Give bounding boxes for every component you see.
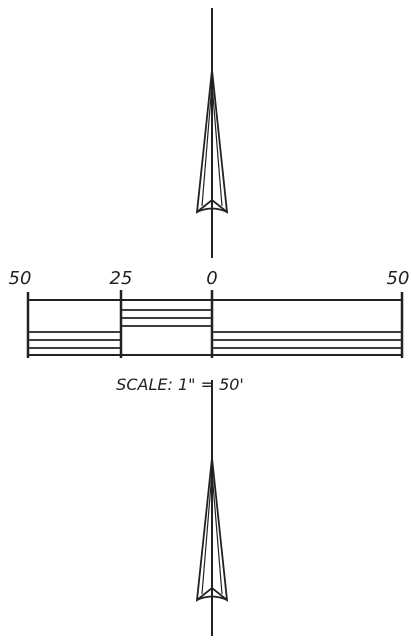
tick-label-left-50: 50	[9, 268, 32, 289]
scale-caption: SCALE: 1" = 50'	[116, 375, 244, 394]
tick-label-25: 25	[110, 268, 133, 289]
north-arrow-icon	[195, 8, 229, 258]
tick-label-0: 0	[206, 268, 217, 289]
scale-bar: 50 25 0 50 SCALE: 1" = 50'	[9, 268, 410, 394]
tick-label-right-50: 50	[387, 268, 410, 289]
north-arrow-top	[195, 8, 229, 258]
north-arrow-icon	[195, 380, 229, 636]
north-arrow-bottom	[195, 380, 229, 636]
